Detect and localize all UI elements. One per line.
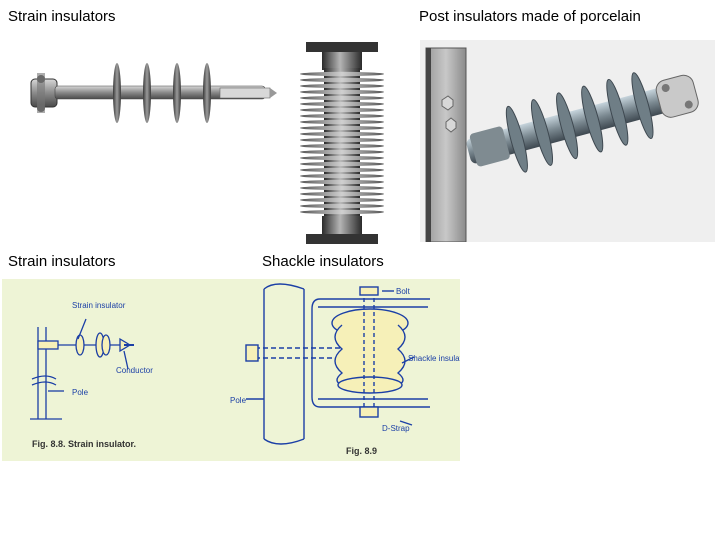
figure-caption-shackle: Fig. 8.9 xyxy=(346,446,377,456)
label-strain-insulator: Strain insulator xyxy=(72,301,126,310)
label-conductor: Conductor xyxy=(116,366,153,375)
porcelain-post-insulator-photo xyxy=(420,40,715,242)
strain-insulator-photo xyxy=(25,55,280,135)
polymer-shed xyxy=(505,105,528,173)
polymer-shed xyxy=(631,72,654,139)
label-pole-shackle: Pole xyxy=(230,396,247,405)
post-shed xyxy=(300,131,384,137)
post-shed xyxy=(300,149,384,155)
label-pole-strain: Pole xyxy=(72,388,89,397)
diagrams-svg: Strain insulator Conductor Pole Fig. 8.8… xyxy=(30,283,460,456)
polymer-shed xyxy=(581,85,604,153)
caption-post-insulators: Post insulators made of porcelain xyxy=(419,8,641,25)
post-shed xyxy=(300,77,384,83)
caption-strain-insulators-top: Strain insulators xyxy=(8,8,116,25)
post-shed xyxy=(300,95,384,101)
strain-figure xyxy=(30,318,134,420)
post-shed xyxy=(300,197,384,203)
post-shed xyxy=(300,185,384,191)
post-shed xyxy=(300,155,384,161)
post-shed xyxy=(300,119,384,125)
post-shed xyxy=(300,83,384,89)
post-shed xyxy=(300,137,384,143)
post-shed xyxy=(300,203,384,209)
shackle-figure xyxy=(245,283,430,445)
post-shed xyxy=(300,143,384,149)
caption-shackle-insulators: Shackle insulators xyxy=(262,253,384,270)
post-shed xyxy=(300,173,384,179)
polymer-shed xyxy=(530,99,554,166)
post-shed xyxy=(300,101,384,107)
post-shed xyxy=(300,167,384,173)
post-shed xyxy=(300,191,384,197)
label-shackle-insulator: Shackle insulator xyxy=(408,354,460,363)
post-shed xyxy=(300,179,384,185)
post-shed xyxy=(300,161,384,167)
post-shed xyxy=(300,89,384,95)
post-shed xyxy=(300,113,384,119)
post-shed xyxy=(300,125,384,131)
post-shed xyxy=(300,71,384,77)
strain-insulator-diagram: Strain insulator Conductor Pole Fig. 8.8… xyxy=(2,279,460,461)
post-shed xyxy=(300,107,384,113)
post-shed xyxy=(300,209,384,215)
polymer-shed xyxy=(606,78,629,146)
label-bolt: Bolt xyxy=(396,287,411,296)
figure-caption-strain: Fig. 8.8. Strain insulator. xyxy=(32,439,136,449)
caption-strain-insulators-bottom: Strain insulators xyxy=(8,253,116,270)
post-insulator-photo xyxy=(296,40,388,245)
polymer-shed xyxy=(556,92,579,160)
label-d-strap: D-Strap xyxy=(382,424,410,433)
